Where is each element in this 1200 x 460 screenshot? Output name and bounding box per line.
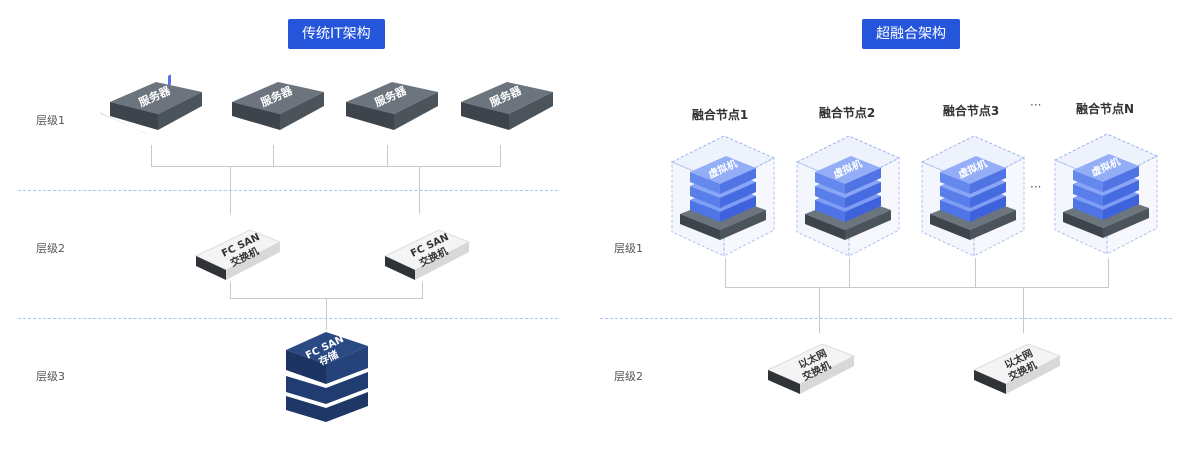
connector bbox=[387, 145, 388, 167]
converged-node-1: 虚拟机 bbox=[670, 135, 776, 257]
vm-stack-icon bbox=[690, 156, 756, 222]
connector bbox=[975, 258, 976, 288]
connector-bus bbox=[151, 166, 501, 167]
ethernet-switch-2: 以太网 交换机 bbox=[972, 343, 1062, 394]
connector bbox=[422, 282, 423, 299]
connector bbox=[151, 145, 152, 167]
server-icon bbox=[461, 82, 553, 130]
vm-stack-icon bbox=[940, 156, 1006, 222]
storage-icon bbox=[286, 332, 368, 422]
converged-node-n: 虚拟机 bbox=[1053, 133, 1159, 255]
connector bbox=[230, 166, 231, 214]
right-level-2-label: 层级2 bbox=[614, 370, 643, 383]
connector bbox=[1023, 287, 1024, 333]
connector bbox=[725, 258, 726, 288]
ellipsis-nodes: ··· bbox=[1030, 180, 1042, 194]
connector bbox=[419, 166, 420, 214]
switch-icon bbox=[383, 229, 471, 280]
connector-bus bbox=[725, 287, 1109, 288]
server-icon bbox=[346, 82, 438, 130]
connector bbox=[819, 287, 820, 333]
traditional-it-title: 传统IT架构 bbox=[288, 19, 385, 49]
connector bbox=[230, 282, 231, 299]
vm-stack-icon bbox=[815, 156, 881, 222]
server-4: 服务器 bbox=[461, 82, 553, 130]
switch-icon bbox=[766, 343, 856, 394]
left-divider-2 bbox=[18, 318, 558, 319]
connector bbox=[500, 145, 501, 167]
switch-icon bbox=[194, 229, 282, 280]
ethernet-switch-1: 以太网 交换机 bbox=[766, 343, 856, 394]
server-2: 服务器 bbox=[232, 82, 324, 130]
vm-stack-icon bbox=[1073, 154, 1139, 220]
right-divider bbox=[600, 318, 1172, 319]
server-icon bbox=[100, 74, 202, 134]
fc-san-switch-1: FC SAN 交换机 bbox=[194, 229, 282, 280]
server-icon bbox=[232, 82, 324, 130]
ellipsis-title: ··· bbox=[1030, 98, 1042, 112]
server-1: 服务器 bbox=[100, 74, 202, 134]
connector bbox=[326, 298, 327, 330]
node-title-1: 融合节点1 bbox=[691, 108, 749, 122]
converged-node-3: 虚拟机 bbox=[920, 135, 1026, 257]
connector bbox=[273, 145, 274, 167]
right-level-1-label: 层级1 bbox=[614, 242, 643, 255]
node-title-n: 融合节点N bbox=[1075, 102, 1135, 116]
left-level-1-label: 层级1 bbox=[36, 114, 65, 127]
node-title-2: 融合节点2 bbox=[818, 106, 876, 120]
node-title-3: 融合节点3 bbox=[942, 104, 1000, 118]
connector bbox=[849, 258, 850, 288]
fc-san-storage: FC SAN 存储 bbox=[286, 332, 368, 422]
hyperconverged-title: 超融合架构 bbox=[862, 19, 960, 49]
left-level-3-label: 层级3 bbox=[36, 370, 65, 383]
left-divider-1 bbox=[18, 190, 558, 191]
server-3: 服务器 bbox=[346, 82, 438, 130]
connector bbox=[1108, 258, 1109, 288]
fc-san-switch-2: FC SAN 交换机 bbox=[383, 229, 471, 280]
converged-node-2: 虚拟机 bbox=[795, 135, 901, 257]
switch-icon bbox=[972, 343, 1062, 394]
left-level-2-label: 层级2 bbox=[36, 242, 65, 255]
